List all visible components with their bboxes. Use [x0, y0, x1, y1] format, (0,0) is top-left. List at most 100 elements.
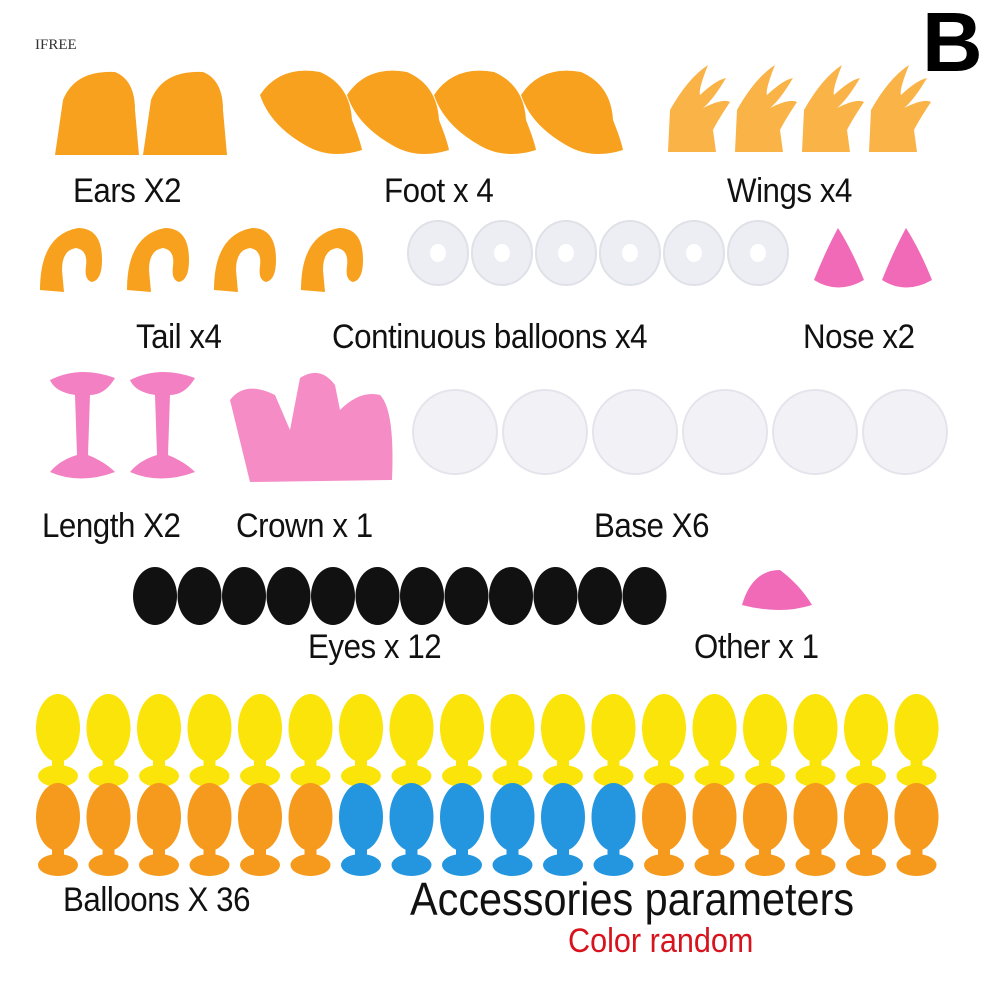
label-base: Base X6: [594, 507, 710, 545]
balloon-head: [743, 694, 787, 762]
disc-hole: [750, 244, 766, 262]
balloon-head: [642, 783, 686, 851]
length-piece: [130, 371, 195, 479]
balloon-head: [793, 694, 838, 762]
balloon-base: [543, 765, 583, 787]
balloon-stem: [254, 756, 266, 768]
eye-piece: [533, 567, 578, 625]
label-eyes: Eyes x 12: [308, 628, 442, 666]
balloon-stem: [102, 845, 115, 857]
balloon-base: [644, 765, 684, 787]
balloon-head: [743, 783, 787, 851]
balloon-head: [288, 783, 333, 851]
disc-hole: [622, 244, 638, 262]
balloon-head: [339, 783, 383, 851]
balloon-head: [844, 694, 888, 762]
disc-hole: [558, 244, 574, 262]
balloon-base: [593, 854, 634, 876]
balloon-stem: [102, 756, 115, 768]
label-crown: Crown x 1: [236, 507, 373, 545]
balloon-head: [591, 783, 636, 851]
balloon-stem: [557, 756, 569, 768]
balloon-stem: [203, 845, 216, 857]
balloon-base: [391, 765, 432, 787]
balloon-stem: [860, 845, 872, 857]
balloon-stem: [557, 845, 569, 857]
eye-piece: [444, 567, 489, 625]
tail-piece: [40, 228, 102, 292]
label-balloons: Balloons X 36: [63, 881, 251, 919]
balloon-stem: [809, 756, 822, 768]
balloon-base: [745, 854, 785, 876]
balloon-head: [86, 694, 131, 762]
eye-piece: [266, 567, 311, 625]
base-piece: [592, 389, 678, 475]
balloon-stem: [607, 756, 620, 768]
balloon-head: [389, 783, 434, 851]
balloon-stem: [52, 845, 64, 857]
balloon-head: [440, 694, 484, 762]
disc-hole: [430, 244, 446, 262]
eye-piece: [311, 567, 355, 625]
balloon-base: [240, 854, 280, 876]
length-piece: [50, 371, 115, 479]
base-piece: [772, 389, 858, 475]
balloon-head: [844, 783, 888, 851]
color-random-note: Color random: [568, 922, 754, 960]
label-nose: Nose x2: [803, 318, 915, 356]
wing-piece: [668, 65, 730, 152]
wing-piece: [802, 65, 864, 152]
base-piece: [502, 389, 588, 475]
label-continuous-balloons: Continuous balloons x4: [332, 318, 648, 356]
tail-piece: [127, 228, 189, 292]
balloon-stem: [910, 756, 923, 768]
balloon-base: [846, 854, 886, 876]
balloon-base: [795, 854, 836, 876]
balloon-head: [137, 783, 181, 851]
balloon-head: [86, 783, 131, 851]
balloon-head: [339, 694, 383, 762]
balloon-stem: [658, 756, 670, 768]
eye-piece: [400, 567, 444, 625]
balloon-stem: [759, 845, 771, 857]
balloon-base: [593, 765, 634, 787]
balloon-stem: [355, 845, 367, 857]
label-ears: Ears X2: [73, 172, 182, 210]
label-tail: Tail x4: [136, 318, 222, 356]
balloon-base: [290, 765, 331, 787]
balloon-head: [642, 694, 686, 762]
balloon-base: [341, 765, 381, 787]
balloon-head: [894, 694, 939, 762]
wing-piece: [735, 65, 797, 152]
balloon-base: [290, 854, 331, 876]
balloon-base: [38, 854, 78, 876]
label-foot: Foot x 4: [384, 172, 494, 210]
balloon-base: [694, 765, 735, 787]
balloon-stem: [355, 756, 367, 768]
balloon-head: [137, 694, 181, 762]
balloon-stem: [910, 845, 923, 857]
crown-piece: [230, 372, 393, 482]
balloon-stem: [304, 845, 317, 857]
balloon-base: [442, 854, 482, 876]
balloon-head: [187, 783, 232, 851]
balloon-head: [288, 694, 333, 762]
balloon-stem: [506, 845, 519, 857]
balloon-base: [492, 765, 533, 787]
balloon-base: [492, 854, 533, 876]
foot-piece: [434, 70, 536, 154]
ear-piece: [143, 71, 227, 155]
eye-piece: [355, 567, 400, 625]
eye-piece: [133, 567, 177, 625]
balloon-base: [694, 854, 735, 876]
base-piece: [682, 389, 768, 475]
balloon-base: [442, 765, 482, 787]
foot-piece: [347, 70, 449, 154]
balloon-base: [88, 854, 129, 876]
balloon-head: [692, 783, 737, 851]
base-piece: [862, 389, 948, 475]
balloon-base: [391, 854, 432, 876]
balloon-head: [591, 694, 636, 762]
balloon-stem: [405, 756, 418, 768]
